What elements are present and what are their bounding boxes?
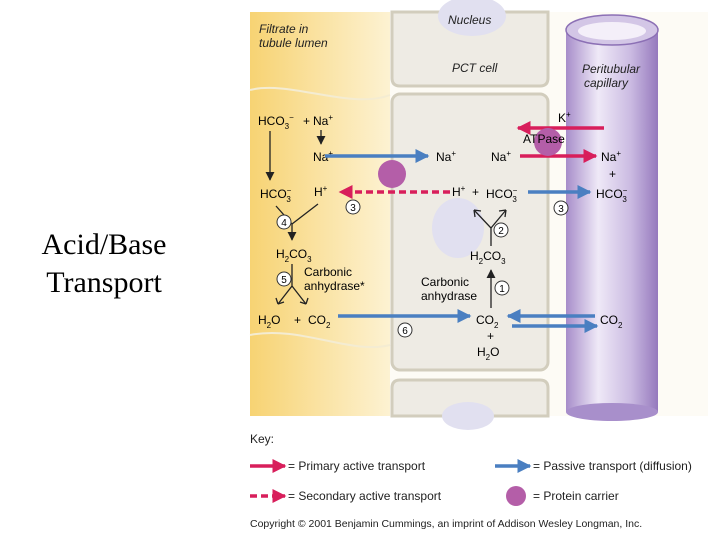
step-3-marker-left: 3 xyxy=(345,199,361,215)
nucleus-main xyxy=(432,198,484,258)
cell-na-left: Na+ xyxy=(436,149,456,164)
lumen-label-line2: tubule lumen xyxy=(259,36,328,50)
lumen-carbonic: Carbonic xyxy=(304,265,352,279)
key-primary-label: = Primary active transport xyxy=(288,459,426,473)
svg-text:1: 1 xyxy=(499,284,505,295)
pct-cell-label: PCT cell xyxy=(452,61,498,75)
key-secondary-label: = Secondary active transport xyxy=(288,489,442,503)
nucleus-label: Nucleus xyxy=(448,13,491,27)
lumen-anhydrase: anhydrase* xyxy=(304,279,365,293)
step-3-marker-right: 3 xyxy=(553,200,569,216)
svg-text:2: 2 xyxy=(498,226,504,237)
slide-title: Acid/Base Transport xyxy=(14,226,194,302)
pct-cell-bottom xyxy=(390,378,550,418)
copyright: Copyright © 2001 Benjamin Cummings, an i… xyxy=(250,518,642,530)
lumen-co2: CO2 xyxy=(308,313,331,330)
key-title: Key: xyxy=(250,432,274,446)
lumen-h2co3: H2CO3 xyxy=(276,247,312,264)
cell-h2co3: H2CO3 xyxy=(470,249,506,266)
capillary-plus: + xyxy=(609,167,616,181)
lumen-h2o-plus: + xyxy=(294,313,301,327)
lumen-h: H+ xyxy=(314,184,328,199)
lumen-plus-top: + xyxy=(303,114,310,128)
cell-plus: + xyxy=(472,185,479,199)
capillary-hco3: HCO−3 xyxy=(596,186,628,204)
step-5-marker: 5 xyxy=(276,271,292,287)
atpase-protein-carrier xyxy=(534,128,562,156)
nucleus-bottom xyxy=(442,402,494,430)
step-1-marker: 1 xyxy=(494,280,510,296)
step-2-marker: 2 xyxy=(493,222,509,238)
na-h-protein-carrier xyxy=(378,160,406,188)
lumen-na-top: Na+ xyxy=(313,113,333,128)
nucleus-top xyxy=(438,0,506,36)
slide-title-line1: Acid/Base xyxy=(41,228,167,261)
tubule-lumen xyxy=(250,12,390,416)
lumen-na: Na+ xyxy=(313,149,333,164)
cell-k: K+ xyxy=(558,110,571,125)
step-4-marker: 4 xyxy=(276,214,292,230)
svg-text:3: 3 xyxy=(558,204,564,215)
key-protein-carrier xyxy=(506,486,526,506)
capillary-opening xyxy=(578,22,646,40)
peritubular-capillary xyxy=(566,30,658,412)
key-carrier-label: = Protein carrier xyxy=(533,489,619,503)
svg-text:5: 5 xyxy=(281,275,287,286)
cell-h: H+ xyxy=(452,184,466,199)
step-6-marker: 6 xyxy=(397,322,413,338)
capillary-co2: CO2 xyxy=(600,313,623,330)
cell-anhydrase: anhydrase xyxy=(421,289,477,303)
cell-h2o: H2O xyxy=(477,345,499,362)
svg-text:6: 6 xyxy=(402,326,408,337)
slide-title-line2: Transport xyxy=(46,266,162,299)
cell-co2-plus: + xyxy=(487,329,494,343)
lumen-label-line1: Filtrate in xyxy=(259,22,309,36)
pct-cell-top xyxy=(390,10,550,88)
cell-na-right: Na+ xyxy=(491,149,511,164)
svg-text:4: 4 xyxy=(281,218,287,229)
lumen-hco3-top: HCO3− xyxy=(258,113,294,131)
lumen-hco3: HCO−3 xyxy=(260,186,292,204)
cell-hco3: HCO−3 xyxy=(486,186,518,204)
capillary-label-line1: Peritubular xyxy=(582,62,641,76)
lumen-h2o: H2O xyxy=(258,313,280,330)
cell-co2: CO2 xyxy=(476,313,499,330)
capillary-label-line2: capillary xyxy=(584,76,629,90)
capillary-na: Na+ xyxy=(601,149,621,164)
cell-carbonic: Carbonic xyxy=(421,275,469,289)
svg-text:3: 3 xyxy=(350,203,356,214)
key-passive-label: = Passive transport (diffusion) xyxy=(533,459,692,473)
atpase-label: ATPase xyxy=(523,132,565,146)
capillary-bottom-rim xyxy=(566,403,658,421)
